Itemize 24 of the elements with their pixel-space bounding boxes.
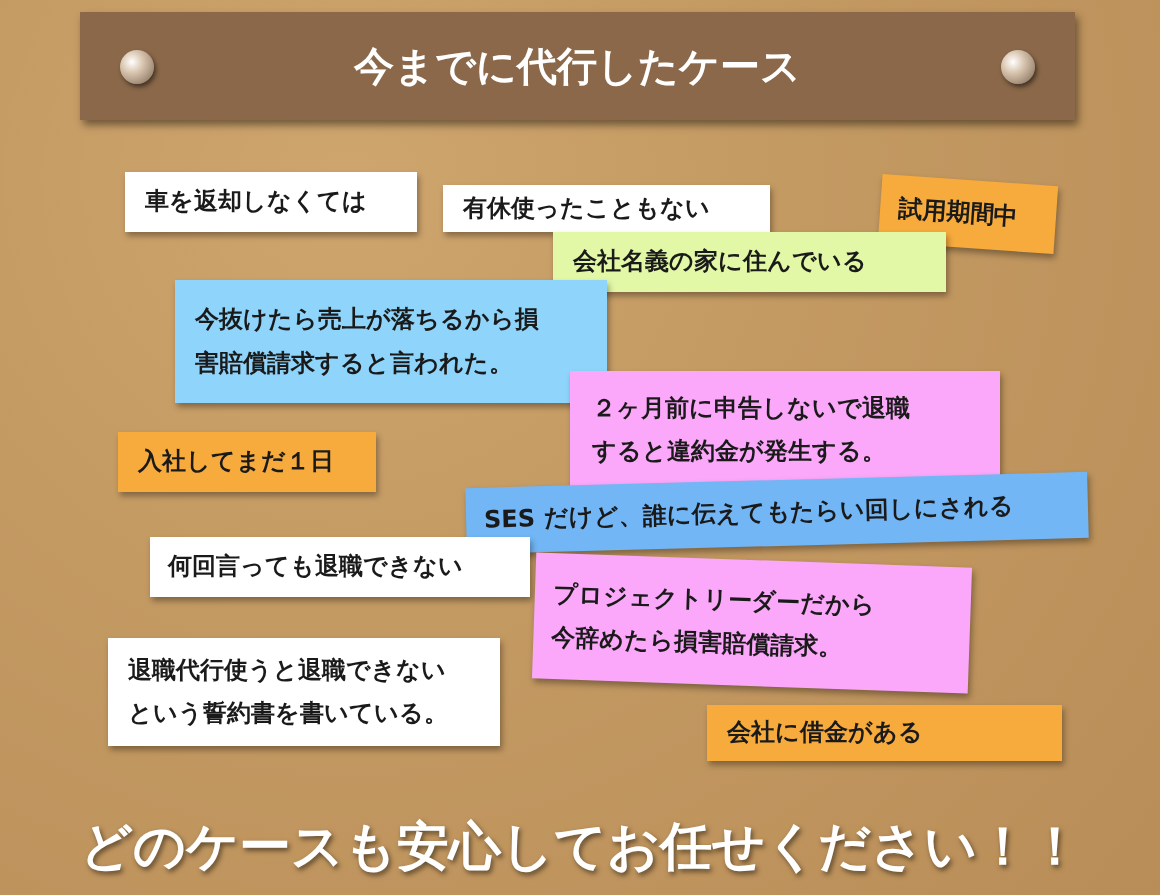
note-text: 何回言っても退職できない: [168, 551, 463, 583]
title-banner: [80, 12, 1075, 120]
sticky-note: [108, 638, 500, 746]
note-text: 退職代行使うと退職できないという誓約書を書いている。: [128, 654, 449, 729]
sticky-note: [118, 432, 376, 492]
note-text: 会社名義の家に住んでいる: [573, 246, 867, 278]
note-text: プロジェクトリーダーだから今辞めたら損害賠償請求。: [550, 578, 878, 664]
note-text: SES だけど、誰に伝えてもたらい回しにされる: [483, 491, 1015, 537]
sticky-note: [443, 185, 770, 232]
note-text: 入社してまだ１日: [138, 446, 334, 478]
slogan-text: どのケースも安心してお任せください！！: [78, 815, 1082, 878]
note-text: 試用期間中: [896, 193, 1020, 233]
sticky-note: [707, 705, 1062, 761]
sticky-note: [125, 172, 417, 232]
note-text: 会社に借金がある: [727, 717, 923, 749]
note-text: 今抜けたら売上が落ちるから損害賠償請求すると言われた。: [195, 304, 540, 379]
title-text: 今までに代行したケース: [354, 41, 801, 91]
sticky-note: [531, 552, 973, 694]
note-text: 車を返却しなくては: [145, 186, 367, 218]
note-text: 有休使ったこともない: [463, 192, 710, 224]
sticky-note: [150, 537, 530, 597]
note-text: ２ヶ月前に申告しないで退職すると違約金が発生する。: [592, 392, 911, 467]
sticky-note: [465, 471, 1089, 555]
sticky-note: [553, 232, 946, 292]
